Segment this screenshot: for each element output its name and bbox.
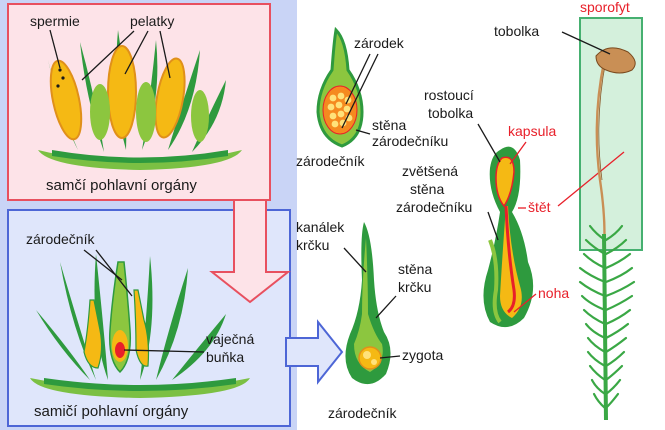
label-seta: štět [528, 199, 551, 215]
label-growing-1: rostoucí [424, 87, 474, 103]
label-enlarged-2: stěna [410, 181, 444, 197]
label-embryo: zárodek [354, 35, 405, 51]
label-wall-1: stěna [372, 117, 406, 133]
label-archegonium-top: zárodečník [26, 231, 95, 247]
label-neck-wall-2: krčku [398, 279, 431, 295]
label-pelatky: pelatky [130, 13, 174, 29]
label-neck-wall-1: stěna [398, 261, 432, 277]
label-zygote: zygota [402, 347, 443, 363]
label-neck-canal-1: kanálek [296, 219, 345, 235]
label-male-organs: samčí pohlavní orgány [46, 177, 197, 194]
label-wall-2: zárodečníku [372, 133, 448, 149]
label-female-organs: samičí pohlavní orgány [34, 403, 189, 420]
label-spermie: spermie [30, 13, 80, 29]
label-archegonium-mid: zárodečník [296, 153, 365, 169]
label-egg-cell-1: vaječná [206, 331, 254, 347]
label-foot: noha [538, 285, 569, 301]
label-growing-2: tobolka [428, 105, 473, 121]
label-egg-cell-2: buňka [206, 349, 244, 365]
label-capsule-red: kapsula [508, 123, 556, 139]
label-enlarged-1: zvětšená [402, 163, 458, 179]
label-capsule-top: tobolka [494, 23, 539, 39]
label-sporophyte: sporofyt [580, 0, 630, 15]
label-neck-canal-2: krčku [296, 237, 329, 253]
label-archegonium-bottom: zárodečník [328, 405, 397, 421]
label-enlarged-3: zárodečníku [396, 199, 472, 215]
